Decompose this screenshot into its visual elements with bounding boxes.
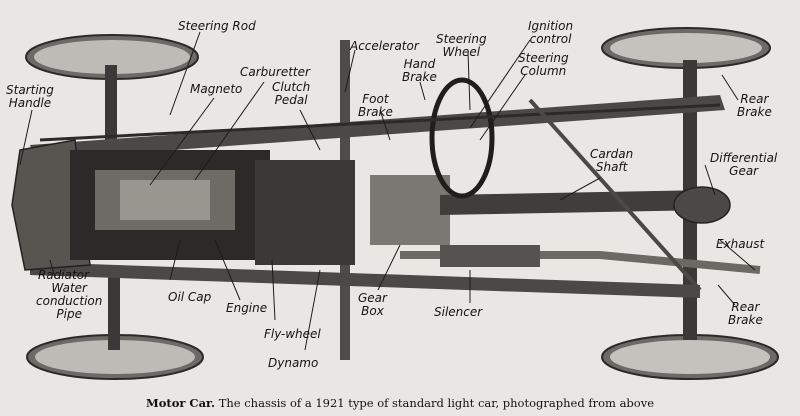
label-fly-wheel: Fly-wheel (264, 327, 321, 341)
label-starting-handle: Starting Handle (6, 83, 54, 110)
caption-title: Motor Car. (145, 396, 216, 410)
label-carburetter: Carburetter (240, 65, 310, 79)
label-hand-brake: Hand Brake (402, 57, 437, 84)
leader-lines (19, 31, 756, 351)
label-dynamo: Dynamo (268, 356, 319, 370)
label-cardan-shaft: Cardan Shaft (590, 147, 634, 174)
label-engine: Engine (226, 301, 268, 315)
label-radiator: Radiator (38, 268, 89, 282)
chassis-illustration (11, 27, 779, 380)
label-steering-column: Steering Column (518, 51, 569, 78)
label-rear-brake-top: Rear Brake (737, 92, 772, 119)
label-foot-brake: Foot Brake (358, 92, 393, 119)
label-oil-cap: Oil Cap (168, 290, 212, 304)
rear-right-wheel (601, 334, 779, 380)
label-accelerator: Accelerator (350, 39, 419, 53)
label-steering-wheel: Steering Wheel (436, 32, 487, 59)
label-ignition-control: Ignition control (528, 19, 574, 46)
label-clutch-pedal: Clutch Pedal (272, 80, 311, 107)
label-magneto: Magneto (190, 82, 243, 96)
label-silencer: Silencer (434, 305, 483, 319)
label-differential-gear: Differential Gear (710, 151, 778, 178)
label-gear-box: Gear Box (358, 291, 387, 318)
engine-block (70, 150, 450, 265)
figure-caption: Motor Car. The chassis of a 1921 type of… (0, 396, 800, 414)
label-water-conduction-pipe: Water conduction Pipe (36, 281, 103, 321)
rear-left-wheel (601, 27, 771, 69)
label-rear-brake-bottom: Rear Brake (728, 300, 763, 327)
front-left-wheel (25, 34, 199, 80)
caption-text: The chassis of a 1921 type of standard l… (218, 396, 655, 410)
label-steering-rod: Steering Rod (178, 19, 256, 33)
label-exhaust: Exhaust (716, 237, 765, 251)
